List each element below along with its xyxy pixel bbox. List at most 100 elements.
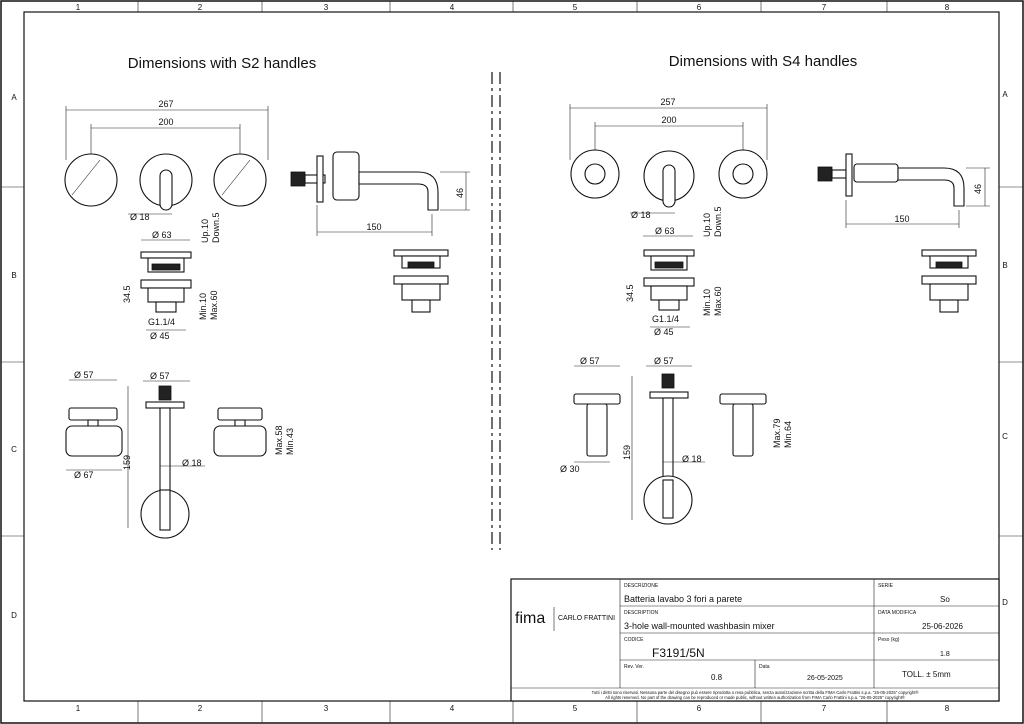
- logo-carlo-frattini: CARLO FRATTINI: [558, 615, 615, 622]
- data-modifica-value: 25-06-2026: [922, 622, 963, 631]
- col-label-3: 3: [324, 3, 329, 12]
- s4-waste-cap: [643, 249, 695, 257]
- serie-value: So: [940, 595, 950, 604]
- s4-side-view: 150 46: [817, 153, 990, 228]
- s2-right-handle: [213, 153, 267, 207]
- row-label-a-right: A: [1002, 90, 1008, 99]
- s2-dim-waste-h: 34.5: [122, 285, 132, 303]
- bottom-col-label-2: 2: [198, 704, 203, 713]
- s4-exploded-view: Ø 57 Ø 30 Ø 57 159 Ø 18 Max.79 Min.64: [560, 356, 793, 525]
- top-column-labels: 1 2 3 4 5 6 7 8: [76, 1, 950, 12]
- label-peso: Peso (kg): [878, 637, 900, 643]
- label-data-modifica: DATA MODIFICA: [878, 610, 917, 616]
- copyright-line-it: Tutti i diritti sono riservati. Nessuna …: [592, 690, 920, 695]
- peso-value: 1.8: [940, 651, 950, 658]
- label-rev: Rev. Ver.: [624, 664, 644, 670]
- s2-section-title: Dimensions with S2 handles: [128, 55, 316, 72]
- label-description: DESCRIPTION: [624, 610, 659, 616]
- s4-right-waste-body: [929, 283, 969, 301]
- s2-exploded-handle-cap: [68, 407, 118, 421]
- codice-value: F3191/5N: [652, 646, 705, 660]
- s2-dim-spout-flange: Ø 57: [150, 371, 170, 381]
- title-block: fima CARLO FRATTINI DESCRIZIONE Batteria…: [510, 578, 1000, 702]
- s4-dim-body-len: 159: [622, 445, 632, 460]
- s4-dim-thread: G1.1/4: [652, 314, 679, 324]
- s2-side-view: 150 46: [290, 151, 470, 236]
- row-label-c-right: C: [1002, 432, 1008, 441]
- s4-dim-max: Max.60: [713, 286, 723, 316]
- s2-dim-handle-max: Max.58: [274, 425, 284, 455]
- s4-dim-overall-width: 257: [660, 97, 675, 107]
- bottom-col-label-3: 3: [324, 704, 329, 713]
- description-value: 3-hole wall-mounted washbasin mixer: [624, 621, 775, 631]
- s2-waste-section: Ø 63 34.5 G1.1/4 Min.10 Max.60 Ø 45: [122, 230, 219, 341]
- descrizione-value: Batteria lavabo 3 fori a parete: [624, 594, 742, 604]
- bottom-col-label-4: 4: [450, 704, 455, 713]
- logo-fima: fima: [515, 610, 545, 627]
- s4-dim-handle-min: Min.64: [783, 421, 793, 448]
- s2-dim-overall-width: 267: [158, 99, 173, 109]
- s2-front-view: 267 200 Ø 18 Up.10 Down.5: [64, 99, 269, 243]
- col-label-2: 2: [198, 3, 203, 12]
- s2-right-waste-body: [401, 283, 441, 301]
- s4-section-title: Dimensions with S4 handles: [669, 53, 857, 70]
- s4-dim-min: Min.10: [702, 289, 712, 316]
- s4-spout-outlet: [662, 164, 676, 208]
- col-label-5: 5: [573, 3, 578, 12]
- row-label-c: C: [11, 445, 17, 454]
- copyright-line-en: All rights reserved. No part of the draw…: [605, 695, 906, 700]
- rev-value: 0.8: [711, 673, 723, 682]
- s4-dim-waste-h: 34.5: [625, 284, 635, 302]
- s4-exploded-right-cap: [719, 393, 767, 405]
- col-label-7: 7: [822, 3, 827, 12]
- bottom-col-label-1: 1: [76, 704, 81, 713]
- row-label-d: D: [11, 611, 17, 620]
- data-value: 26-05-2025: [807, 675, 843, 682]
- s4-dim-spout-len: 150: [894, 214, 909, 224]
- s2-dim-body-pipe: Ø 18: [182, 458, 202, 468]
- s2-side-spout: [358, 171, 439, 211]
- s2-exploded-view: Ø 57 Ø 67 Ø 57 159 Ø 18 Max.58 Min.43: [65, 370, 295, 539]
- s2-dim-body-len: 159: [122, 455, 132, 470]
- s4-side-handle: [853, 163, 899, 183]
- s2-dim-handle-top: Ø 57: [74, 370, 94, 380]
- s4-dim-spout-h: 46: [973, 184, 983, 194]
- row-label-a: A: [11, 93, 17, 102]
- s4-dim-waste-dia: Ø 63: [655, 226, 675, 236]
- s4-exploded-right-body: [732, 403, 754, 457]
- s4-dim-up: Up.10: [702, 213, 712, 237]
- s2-dim-down: Down.5: [211, 212, 221, 243]
- col-label-6: 6: [697, 3, 702, 12]
- s2-dim-max: Max.60: [209, 290, 219, 320]
- s4-front-view: 257 200 Ø 18 Up.10 Down.5: [569, 97, 768, 237]
- s4-dim-waste-bottom: Ø 45: [654, 327, 674, 337]
- s2-dim-up: Up.10: [200, 219, 210, 243]
- s4-exploded-handle-body: [586, 403, 608, 457]
- s4-dim-pipe-dia: Ø 18: [631, 210, 651, 220]
- s2-spout-outlet: [159, 169, 173, 211]
- col-label-1: 1: [76, 3, 81, 12]
- bottom-col-label-7: 7: [822, 704, 827, 713]
- s4-dim-handle-top: Ø 57: [580, 356, 600, 366]
- row-labels: A B C D A B C D: [1, 90, 1023, 620]
- s2-dim-spout-len: 150: [366, 222, 381, 232]
- bottom-column-labels: 1 2 3 4 5 6 7 8: [76, 701, 950, 723]
- s2-exploded-right-cap: [217, 407, 263, 421]
- s2-dim-handle-min: Min.43: [285, 428, 295, 455]
- label-codice: CODICE: [624, 637, 644, 643]
- s4-dim-centers: 200: [661, 115, 676, 125]
- col-label-4: 4: [450, 3, 455, 12]
- s2-dim-waste-dia: Ø 63: [152, 230, 172, 240]
- s2-side-handle: [332, 151, 360, 201]
- label-descrizione: DESCRIZIONE: [624, 583, 659, 589]
- row-label-b-right: B: [1002, 261, 1007, 270]
- s2-right-waste: [393, 249, 449, 313]
- s4-dim-handle-max: Max.79: [772, 418, 782, 448]
- s2-dim-handle-bottom: Ø 67: [74, 470, 94, 480]
- s4-dim-handle-bottom: Ø 30: [560, 464, 580, 474]
- s2-right-waste-cap: [393, 249, 449, 257]
- s2-dim-centers: 200: [158, 117, 173, 127]
- label-serie: SERIE: [878, 583, 894, 589]
- s2-waste-cap: [140, 251, 192, 259]
